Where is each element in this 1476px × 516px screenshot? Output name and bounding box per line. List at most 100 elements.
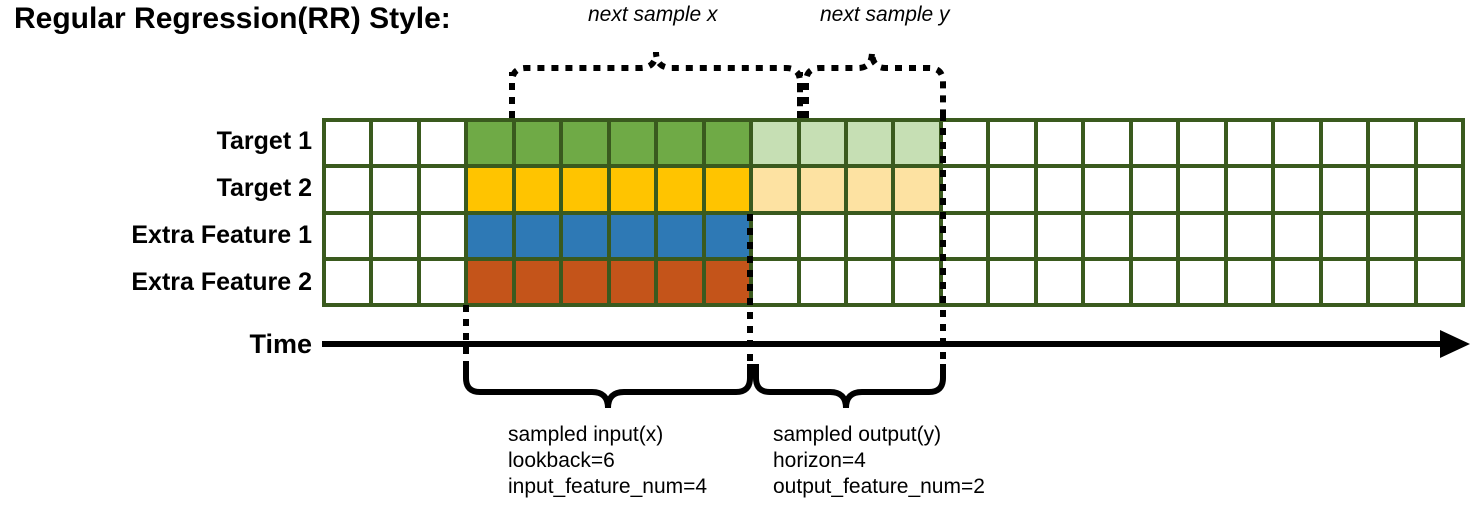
grid-cell xyxy=(990,214,1034,257)
time-axis-label: Time xyxy=(249,329,312,359)
top-brace-next-sample-y xyxy=(803,51,946,118)
grid-cell xyxy=(895,260,939,303)
grid-cell xyxy=(420,214,465,257)
grid-cell xyxy=(1132,214,1177,257)
grid-cell xyxy=(848,168,892,211)
grid-cell xyxy=(1085,122,1129,165)
grid-cell xyxy=(1370,260,1414,303)
grid-cell xyxy=(610,168,655,211)
grid-cell xyxy=(373,168,417,211)
grid-cell xyxy=(753,168,797,211)
grid-cell xyxy=(515,214,560,257)
grid-cell xyxy=(848,122,892,165)
grid-cell xyxy=(1037,260,1082,303)
grid-cell xyxy=(658,214,702,257)
grid-cell xyxy=(1417,122,1461,165)
sampled-input-feature-num: input_feature_num=4 xyxy=(508,475,708,498)
grid-cell xyxy=(753,260,797,303)
grid-cell xyxy=(610,122,655,165)
grid-cell xyxy=(373,260,417,303)
time-axis-arrow xyxy=(322,330,1470,358)
row-label-target-1: Target 1 xyxy=(216,127,312,155)
grid-cell xyxy=(1417,260,1461,303)
grid-cell xyxy=(705,214,750,257)
page-title: Regular Regression(RR) Style: xyxy=(14,2,451,35)
grid-cell xyxy=(1417,168,1461,211)
grid-cell xyxy=(895,214,939,257)
grid-cell xyxy=(1322,168,1367,211)
grid-cell xyxy=(326,168,370,211)
grid-cell xyxy=(563,168,607,211)
timeseries-grid xyxy=(322,118,1465,307)
grid-cell xyxy=(942,168,987,211)
grid-cell xyxy=(1132,260,1177,303)
grid-cell xyxy=(800,168,845,211)
grid-cell xyxy=(1227,260,1272,303)
grid-cell xyxy=(1275,214,1319,257)
grid-cell xyxy=(420,168,465,211)
row-label-extra-feature-2: Extra Feature 2 xyxy=(131,268,312,296)
grid-cell xyxy=(326,122,370,165)
grid-cell xyxy=(705,122,750,165)
grid-cell xyxy=(563,214,607,257)
grid-cell xyxy=(1227,214,1272,257)
grid-cell xyxy=(990,122,1034,165)
grid-cell xyxy=(420,122,465,165)
bottom-brace-caption-sampled-input: sampled input(x) lookback=6 input_featur… xyxy=(508,422,707,500)
grid-cell xyxy=(1037,122,1082,165)
grid-cell xyxy=(1322,122,1367,165)
top-brace-next-sample-x xyxy=(509,51,803,118)
sampled-input-title: sampled input(x) xyxy=(508,423,664,446)
grid-cell xyxy=(705,168,750,211)
grid-cell xyxy=(753,214,797,257)
grid-cell xyxy=(1322,260,1367,303)
grid-cell xyxy=(1180,122,1224,165)
grid-cell xyxy=(1275,168,1319,211)
grid-cell xyxy=(1180,260,1224,303)
sampled-output-horizon: horizon=4 xyxy=(773,449,866,472)
grid-cell xyxy=(468,122,512,165)
grid-cell xyxy=(1275,260,1319,303)
grid-cell xyxy=(515,168,560,211)
grid-cell xyxy=(1227,122,1272,165)
grid-cell xyxy=(326,260,370,303)
sampled-output-feature-num: output_feature_num=2 xyxy=(773,475,985,498)
grid-cell xyxy=(515,260,560,303)
grid-cell xyxy=(610,260,655,303)
grid-cell xyxy=(895,168,939,211)
grid-cell xyxy=(1037,168,1082,211)
bottom-brace-sampled-output xyxy=(753,364,946,409)
grid-cell xyxy=(563,260,607,303)
grid-cell xyxy=(1085,168,1129,211)
grid-cell xyxy=(1085,214,1129,257)
grid-cell xyxy=(610,214,655,257)
grid-cell xyxy=(373,122,417,165)
grid-cell xyxy=(1132,168,1177,211)
grid-cell xyxy=(1085,260,1129,303)
grid-cell xyxy=(1132,122,1177,165)
grid-cell xyxy=(1322,214,1367,257)
grid-cell xyxy=(468,168,512,211)
top-brace-caption-next-sample-y: next sample y xyxy=(820,3,950,26)
grid-cell xyxy=(942,260,987,303)
bottom-brace-caption-sampled-output: sampled output(y) horizon=4 output_featu… xyxy=(773,422,985,500)
grid-cell xyxy=(800,260,845,303)
grid-cell xyxy=(658,168,702,211)
grid-cell xyxy=(515,122,560,165)
grid-cell xyxy=(658,260,702,303)
row-label-target-2: Target 2 xyxy=(216,174,312,202)
grid-cell xyxy=(1180,168,1224,211)
grid-cell xyxy=(1227,168,1272,211)
grid-cell xyxy=(468,260,512,303)
row-label-extra-feature-1: Extra Feature 1 xyxy=(131,221,312,249)
grid-cell xyxy=(800,214,845,257)
grid-cell xyxy=(1370,168,1414,211)
grid-cell xyxy=(1370,122,1414,165)
grid-cell xyxy=(1037,214,1082,257)
grid-cell xyxy=(895,122,939,165)
grid-cell xyxy=(420,260,465,303)
grid-cell xyxy=(1370,214,1414,257)
grid-cell xyxy=(800,122,845,165)
grid-cell xyxy=(658,122,702,165)
